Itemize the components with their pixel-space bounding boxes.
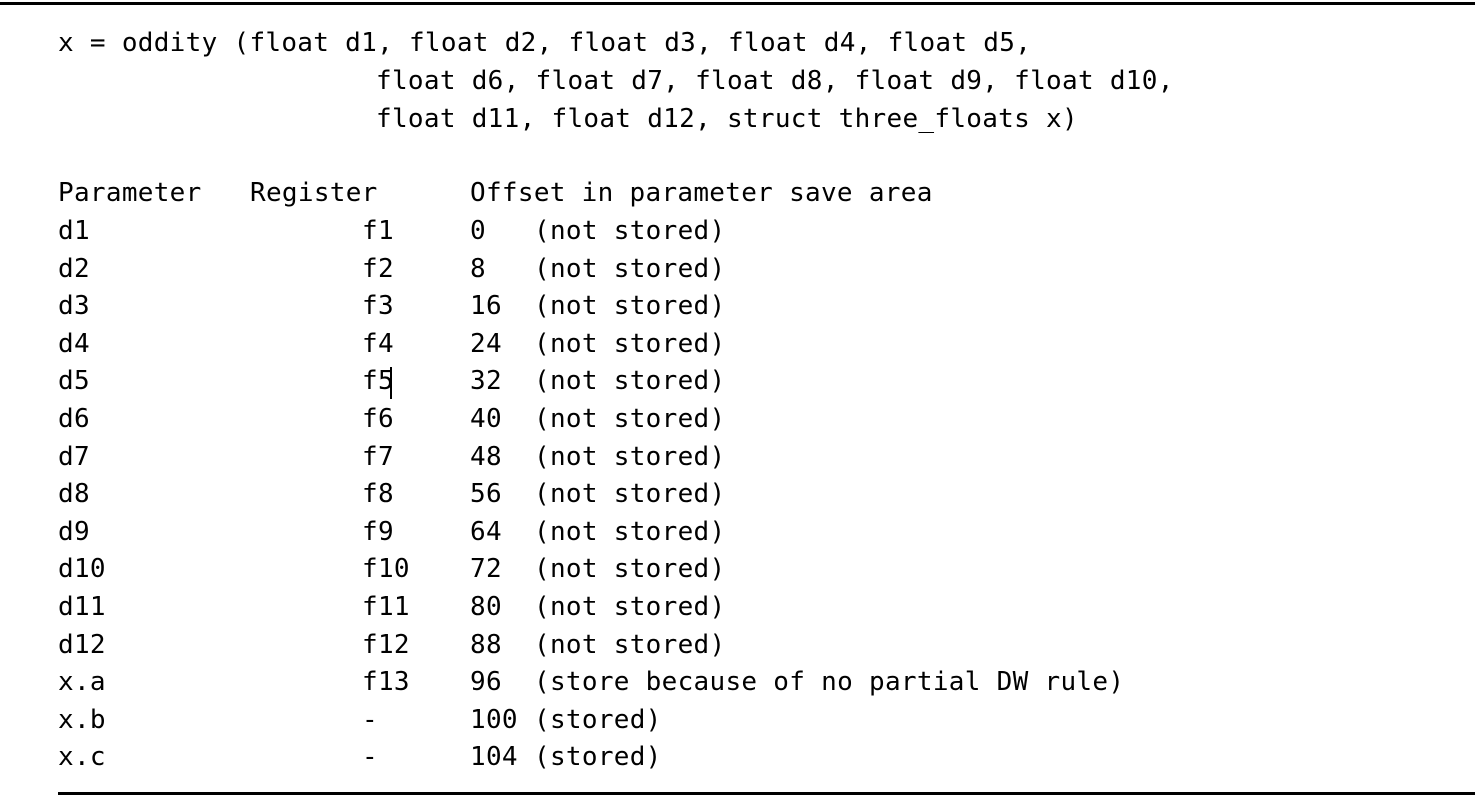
bottom-rule (58, 792, 1475, 795)
row-offset: 88 (470, 630, 502, 660)
row-register: - (362, 705, 378, 735)
code-line-3: float d11, float d12, struct three_float… (376, 104, 1078, 134)
row-offset: 64 (470, 517, 502, 547)
row-register: - (362, 742, 378, 772)
row-note: (not stored) (534, 592, 726, 622)
row-offset: 8 (470, 254, 486, 284)
header-register: Register (250, 178, 378, 208)
row-parameter: d1 (58, 216, 90, 246)
row-note: (not stored) (534, 554, 726, 584)
row-parameter: d6 (58, 404, 90, 434)
row-register: f7 (362, 442, 394, 472)
row-parameter: x.a (58, 667, 106, 697)
row-parameter: d11 (58, 592, 106, 622)
row-note: (not stored) (534, 291, 726, 321)
row-register: f1 (362, 216, 394, 246)
row-note: (not stored) (534, 630, 726, 660)
row-register: f11 (362, 592, 410, 622)
row-note: (not stored) (534, 216, 726, 246)
header-parameter: Parameter (58, 178, 202, 208)
row-register: f13 (362, 667, 410, 697)
row-parameter: x.c (58, 742, 106, 772)
row-offset: 96 (470, 667, 502, 697)
row-offset: 40 (470, 404, 502, 434)
row-parameter: d2 (58, 254, 90, 284)
row-register: f9 (362, 517, 394, 547)
header-offset: Offset in parameter save area (470, 178, 933, 208)
row-parameter: d10 (58, 554, 106, 584)
code-line-2: float d6, float d7, float d8, float d9, … (376, 66, 1174, 96)
row-offset: 100 (470, 705, 518, 735)
row-note: (not stored) (534, 517, 726, 547)
row-parameter: x.b (58, 705, 106, 735)
row-register: f3 (362, 291, 394, 321)
text-cursor (390, 367, 392, 399)
row-offset: 16 (470, 291, 502, 321)
row-parameter: d7 (58, 442, 90, 472)
row-register: f6 (362, 404, 394, 434)
row-parameter: d8 (58, 479, 90, 509)
row-parameter: d5 (58, 366, 90, 396)
row-note: (stored) (534, 742, 662, 772)
row-register: f5 (362, 366, 394, 396)
row-offset: 80 (470, 592, 502, 622)
row-parameter: d4 (58, 329, 90, 359)
row-offset: 48 (470, 442, 502, 472)
top-rule (0, 2, 1475, 5)
row-parameter: d3 (58, 291, 90, 321)
row-register: f2 (362, 254, 394, 284)
row-note: (stored) (534, 705, 662, 735)
row-note: (not stored) (534, 404, 726, 434)
row-offset: 0 (470, 216, 486, 246)
row-note: (not stored) (534, 366, 726, 396)
row-note: (not stored) (534, 254, 726, 284)
row-note: (store because of no partial DW rule) (534, 667, 1125, 697)
row-parameter: d12 (58, 630, 106, 660)
row-register: f4 (362, 329, 394, 359)
row-register: f12 (362, 630, 410, 660)
row-offset: 56 (470, 479, 502, 509)
row-parameter: d9 (58, 517, 90, 547)
row-note: (not stored) (534, 329, 726, 359)
row-offset: 32 (470, 366, 502, 396)
row-offset: 24 (470, 329, 502, 359)
row-offset: 104 (470, 742, 518, 772)
row-offset: 72 (470, 554, 502, 584)
row-note: (not stored) (534, 479, 726, 509)
row-register: f8 (362, 479, 394, 509)
row-register: f10 (362, 554, 410, 584)
row-note: (not stored) (534, 442, 726, 472)
code-line-1: x = oddity (float d1, float d2, float d3… (58, 28, 1032, 58)
